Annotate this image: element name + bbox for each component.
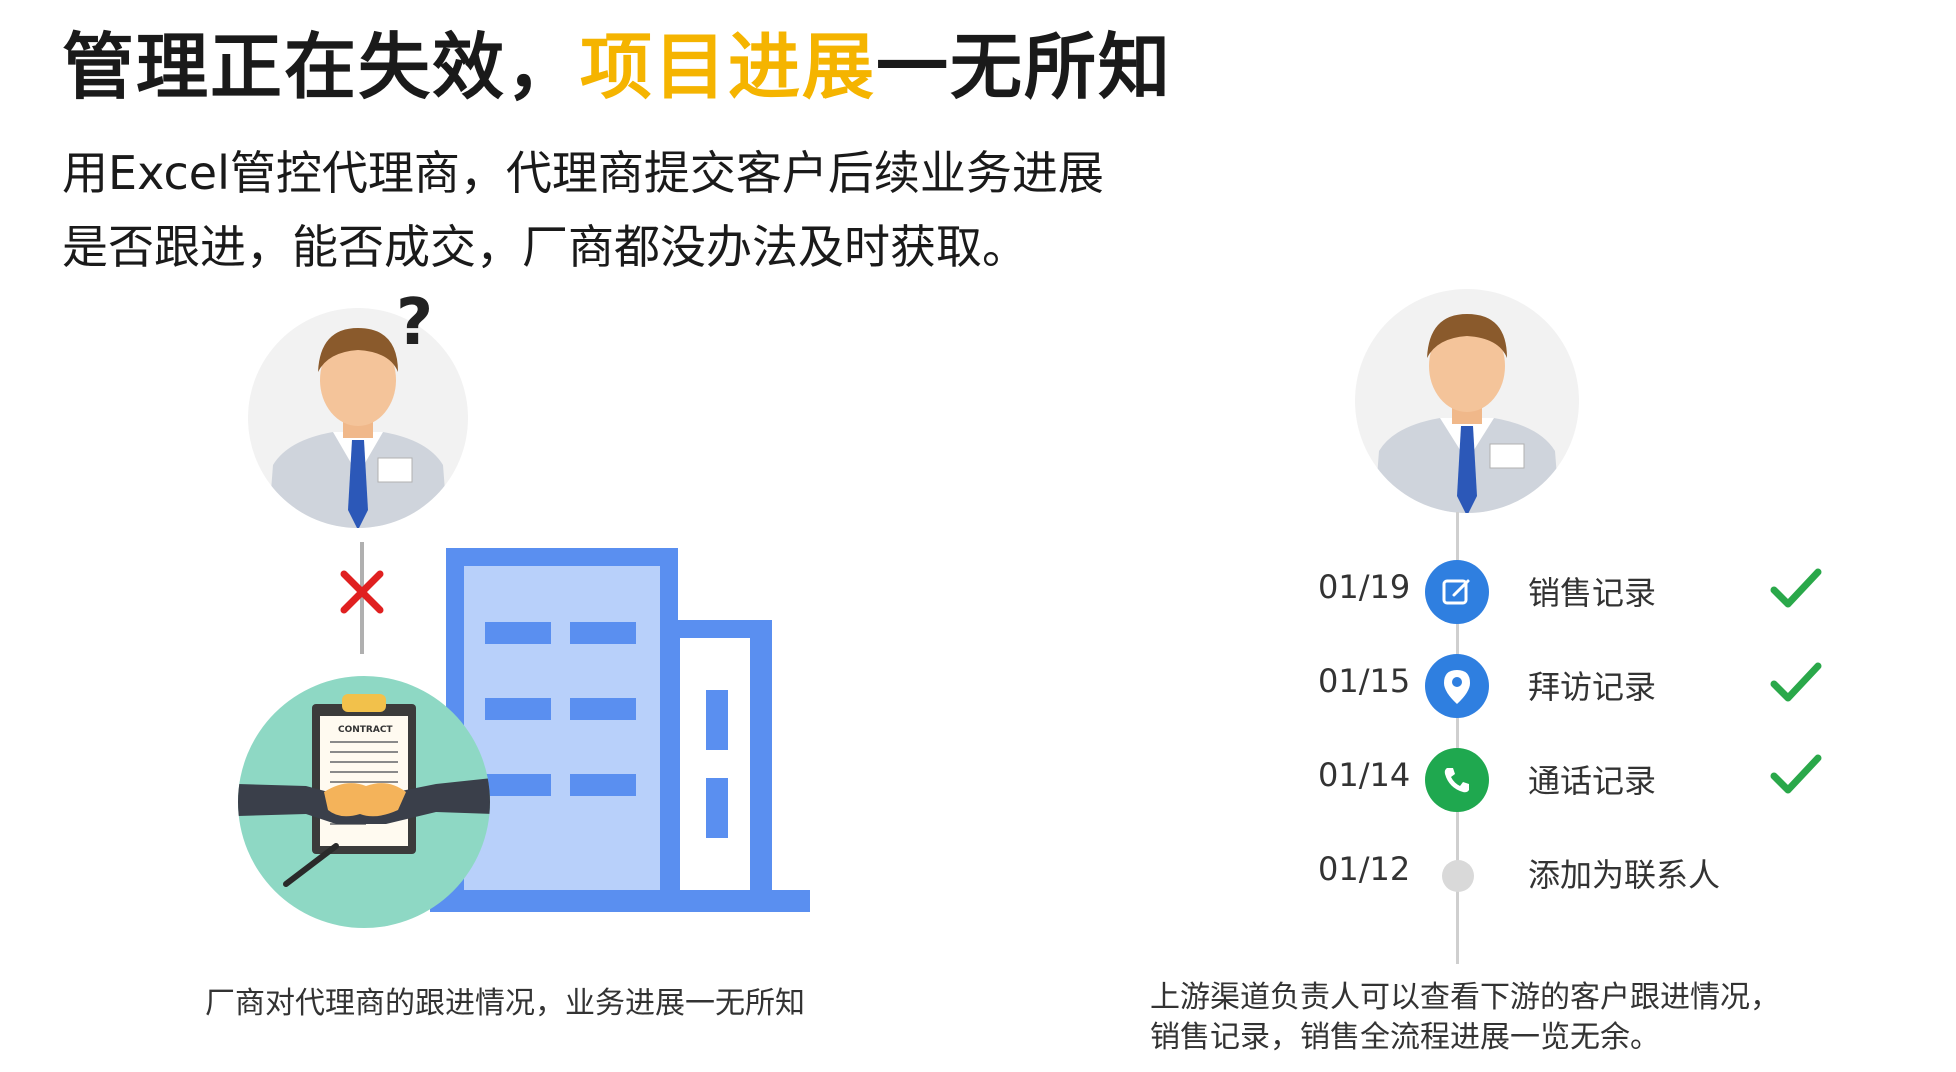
timeline-label: 拜访记录 bbox=[1528, 668, 1657, 706]
timeline-date: 01/19 bbox=[1318, 568, 1411, 606]
timeline-date: 01/14 bbox=[1318, 756, 1411, 794]
building-illustration bbox=[430, 548, 810, 920]
location-pin-icon bbox=[1425, 654, 1489, 718]
avatar-manager bbox=[1352, 286, 1582, 516]
timeline-date: 01/15 bbox=[1318, 662, 1411, 700]
dot-icon bbox=[1442, 860, 1474, 892]
timeline-date: 01/12 bbox=[1318, 850, 1411, 888]
phone-icon bbox=[1425, 748, 1489, 812]
timeline-label: 销售记录 bbox=[1528, 574, 1657, 612]
timeline-label: 通话记录 bbox=[1528, 762, 1657, 800]
page-title: 管理正在失效，项目进展一无所知 bbox=[62, 24, 1172, 110]
right-caption-line1: 上游渠道负责人可以查看下游的客户跟进情况， bbox=[1150, 980, 1780, 1015]
title-part1: 管理正在失效， bbox=[62, 25, 581, 109]
title-part2: 一无所知 bbox=[876, 25, 1173, 109]
connector-line bbox=[360, 542, 364, 654]
check-icon bbox=[1770, 660, 1822, 704]
check-icon bbox=[1770, 566, 1822, 610]
title-highlight: 项目进展 bbox=[580, 25, 877, 109]
right-caption-line2: 销售记录，销售全流程进展一览无余。 bbox=[1150, 1020, 1660, 1055]
subtitle-line2: 是否跟进，能否成交，厂商都没办法及时获取。 bbox=[62, 220, 1028, 274]
right-caption: 上游渠道负责人可以查看下游的客户跟进情况， 销售记录，销售全流程进展一览无余。 bbox=[1150, 978, 1870, 1058]
avatar-confused bbox=[248, 300, 478, 530]
contract-label: CONTRACT bbox=[338, 725, 393, 735]
cross-icon bbox=[336, 566, 388, 618]
timeline-label: 添加为联系人 bbox=[1528, 856, 1721, 894]
subtitle-line1: 用Excel管控代理商，代理商提交客户后续业务进展 bbox=[62, 146, 1104, 200]
timeline-line bbox=[1456, 512, 1459, 964]
subtitle: 用Excel管控代理商，代理商提交客户后续业务进展 是否跟进，能否成交，厂商都没… bbox=[62, 136, 1242, 284]
left-caption: 厂商对代理商的跟进情况，业务进展一无所知 bbox=[205, 986, 805, 1021]
question-mark-icon: ? bbox=[396, 286, 434, 360]
check-icon bbox=[1770, 752, 1822, 796]
edit-icon bbox=[1425, 560, 1489, 624]
contract-handshake-illustration bbox=[236, 674, 492, 930]
